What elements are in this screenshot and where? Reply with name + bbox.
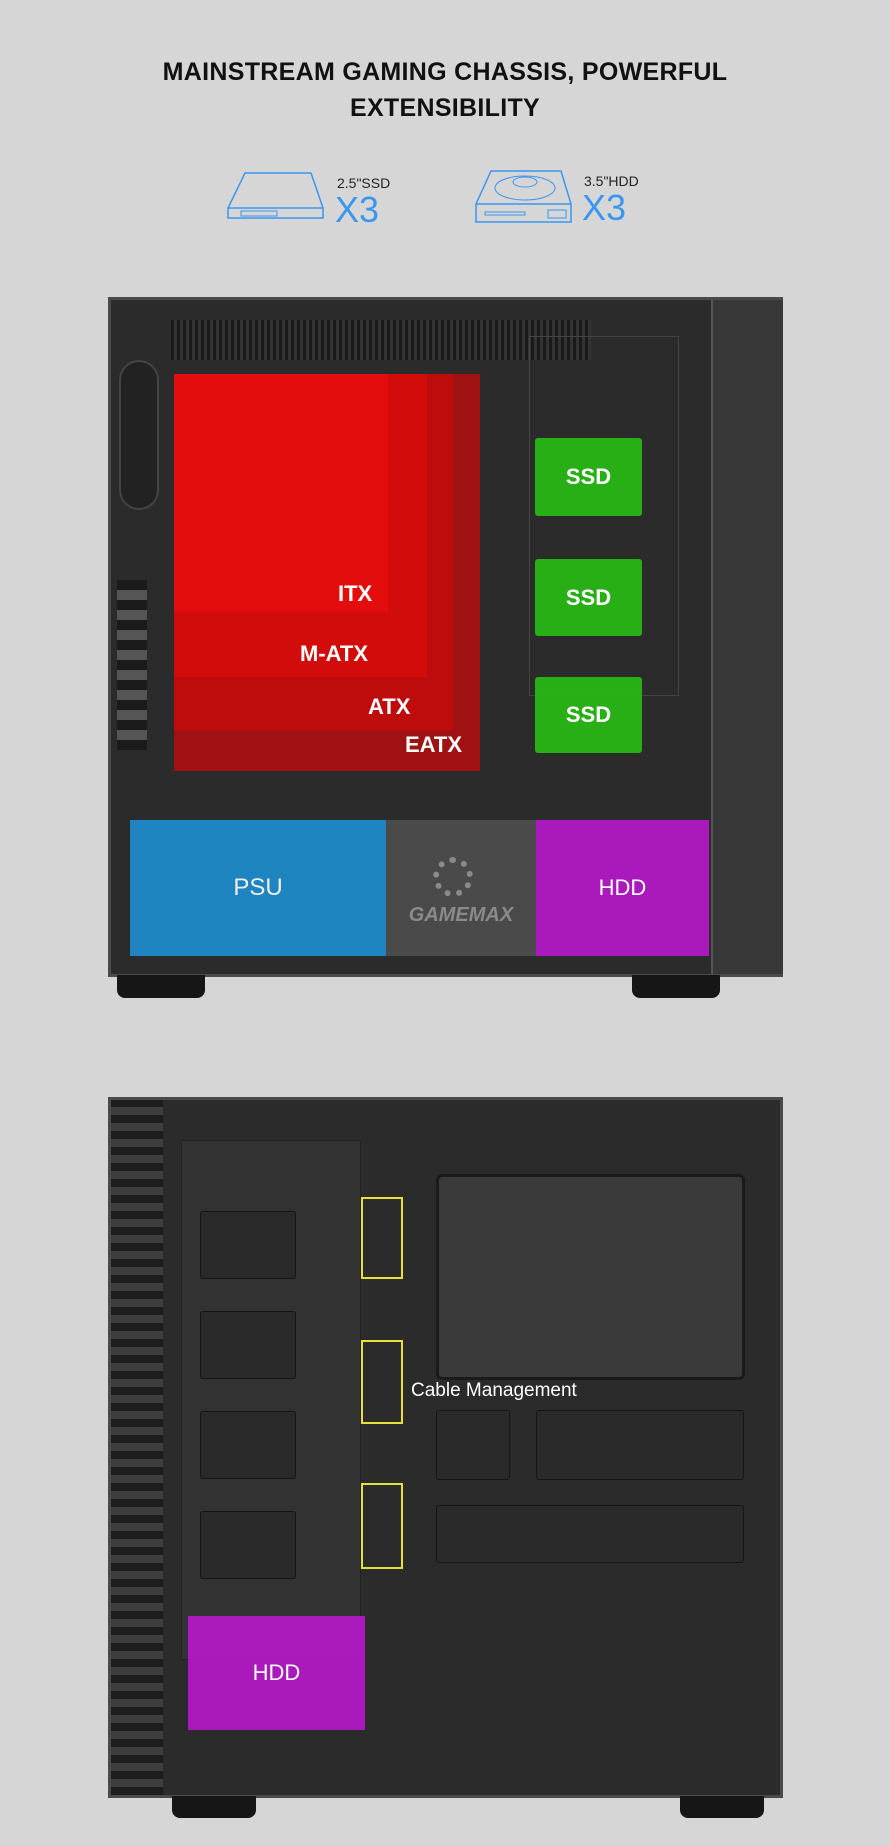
- drive-cage: [529, 336, 679, 696]
- drive-tray-panel: [181, 1140, 361, 1660]
- hdd-zone-rear: HDD: [188, 1616, 365, 1730]
- hdd-spec-label: 3.5"HDD: [584, 173, 639, 189]
- front-panel: [711, 300, 783, 974]
- itx-label: ITX: [338, 581, 373, 606]
- brand-logo: GAMEMAX: [408, 904, 514, 926]
- psu-zone: PSU: [130, 820, 386, 956]
- ssd-bay-2: SSD: [535, 559, 642, 636]
- ssd-bay-3: SSD: [535, 677, 642, 753]
- page-title-line1: MAINSTREAM GAMING CHASSIS, POWERFUL: [162, 58, 728, 86]
- ssd-spec-label: 2.5"SSD: [337, 175, 391, 191]
- atx-label: ATX: [368, 694, 411, 719]
- case-foot-right-rear: [680, 1796, 764, 1818]
- cpu-cutout: [436, 1174, 745, 1380]
- cable-hole-3: [361, 1483, 403, 1569]
- rear-fan: [119, 360, 159, 510]
- hdd-label-rear: HDD: [252, 1660, 301, 1685]
- front-grille: [111, 1100, 163, 1795]
- eatx-label: EATX: [405, 732, 463, 757]
- ssd-bay-1: SSD: [535, 438, 642, 516]
- case-foot-right: [632, 975, 720, 998]
- itx-zone: [174, 374, 388, 612]
- gamemax-logo-icon: [433, 857, 473, 897]
- cable-hole-1: [361, 1197, 403, 1279]
- ssd-spec-count: X3: [335, 189, 380, 230]
- hdd-label-front: HDD: [598, 875, 647, 900]
- case-foot-left: [117, 975, 205, 998]
- hdd-spec-count: X3: [582, 187, 627, 228]
- ssd-icon: [227, 172, 324, 219]
- hdd-icon: [475, 170, 572, 223]
- hdd-zone-front: HDD: [536, 820, 709, 956]
- cable-management-label: Cable Management: [411, 1380, 577, 1401]
- page-title-line2: EXTENSIBILITY: [349, 94, 541, 122]
- shroud-logo-panel: GAMEMAX: [386, 820, 536, 956]
- case-foot-left-rear: [172, 1796, 256, 1818]
- matx-label: M-ATX: [300, 641, 369, 666]
- expansion-slots: [117, 580, 147, 750]
- psu-label: PSU: [233, 874, 283, 901]
- top-vent: [171, 320, 591, 360]
- cable-hole-2: [361, 1340, 403, 1424]
